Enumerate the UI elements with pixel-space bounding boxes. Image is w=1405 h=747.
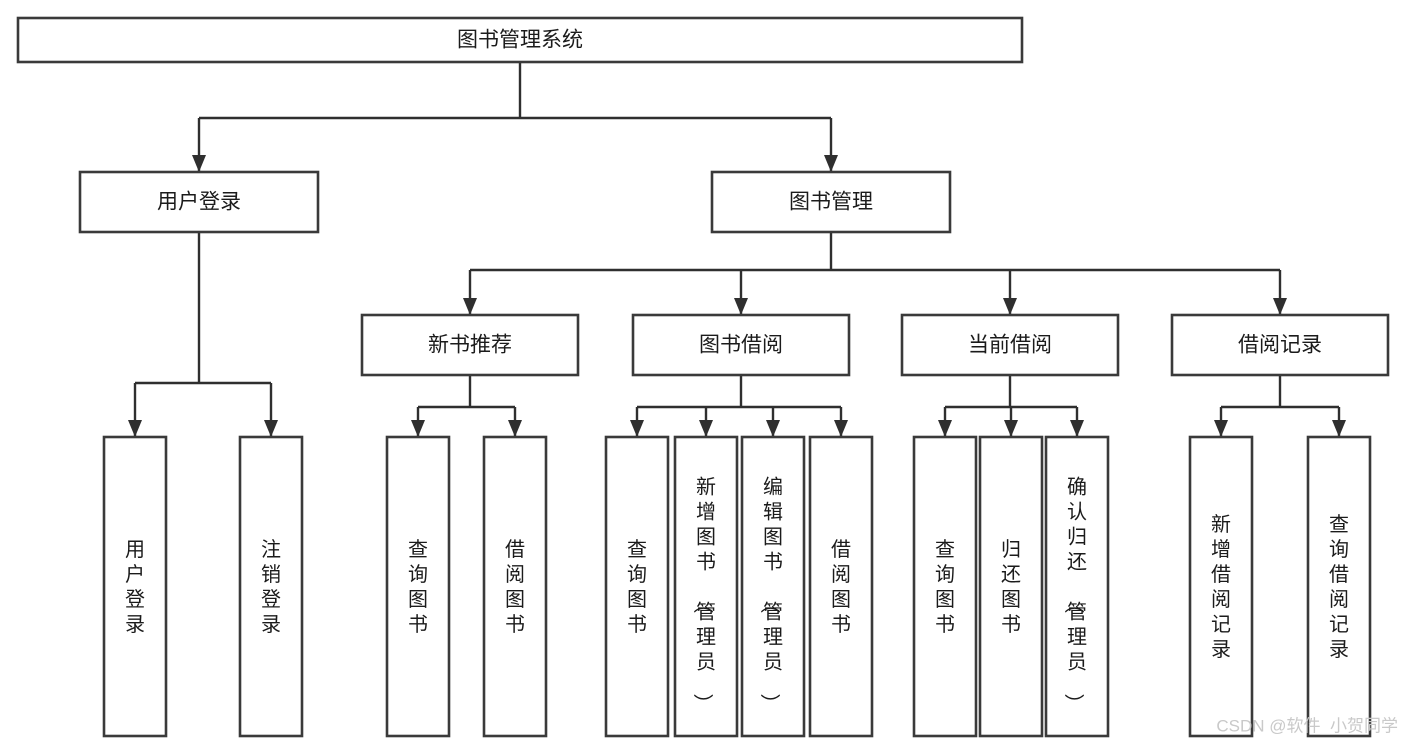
node-box-当前借阅[interactable] bbox=[900, 313, 1120, 377]
node-box-确认归还管理员[interactable] bbox=[1044, 435, 1110, 738]
arrow-head-book-mgmt-0 bbox=[463, 298, 477, 315]
arrow-head-l3-0-1 bbox=[508, 420, 522, 437]
arrow-head-l3-1-3 bbox=[834, 420, 848, 437]
node-box-借阅图书[interactable] bbox=[808, 435, 874, 738]
arrow-head-l3-1-0 bbox=[630, 420, 644, 437]
node-level3-3[interactable]: 借阅记录 bbox=[1170, 313, 1390, 377]
node-label-确认归还管理员: 确认归还（管理员） bbox=[1062, 476, 1087, 714]
node-leaf-6[interactable]: 编辑图书（管理员） bbox=[740, 435, 806, 738]
node-leaf-8[interactable]: 查询图书 bbox=[912, 435, 978, 738]
arrow-head-l3-2-1 bbox=[1004, 420, 1018, 437]
arrow-head-l3-3-0 bbox=[1214, 420, 1228, 437]
node-box-新增借阅记录[interactable] bbox=[1188, 435, 1254, 738]
arrow-head-book-mgmt-3 bbox=[1273, 298, 1287, 315]
node-level3-1[interactable]: 图书借阅 bbox=[631, 313, 851, 377]
node-label-归还图书: 归还图书 bbox=[1001, 538, 1021, 636]
node-leaf-4[interactable]: 查询图书 bbox=[604, 435, 670, 738]
node-level2-1[interactable]: 图书管理 bbox=[710, 170, 952, 234]
node-label-新书推荐: 新书推荐 bbox=[428, 334, 512, 357]
node-leaf-0[interactable]: 用户登录 bbox=[102, 435, 168, 738]
node-leaf-12[interactable]: 查询借阅记录 bbox=[1306, 435, 1372, 738]
node-label-借阅记录: 借阅记录 bbox=[1238, 334, 1322, 357]
arrow-head-l3-3-1 bbox=[1332, 420, 1346, 437]
arrow-head-l3-2-2 bbox=[1070, 420, 1084, 437]
node-label-图书管理系统: 图书管理系统 bbox=[457, 29, 583, 52]
node-level3-2[interactable]: 当前借阅 bbox=[900, 313, 1120, 377]
arrow-head-root-1 bbox=[824, 155, 838, 172]
arrow-head-book-mgmt-2 bbox=[1003, 298, 1017, 315]
arrow-head-book-mgmt-1 bbox=[734, 298, 748, 315]
connector-layer bbox=[128, 62, 1346, 437]
node-box-用户登录[interactable] bbox=[102, 435, 168, 738]
node-box-新书推荐[interactable] bbox=[360, 313, 580, 377]
node-label-查询图书: 查询图书 bbox=[935, 538, 955, 636]
node-leaf-9[interactable]: 归还图书 bbox=[978, 435, 1044, 738]
arrow-head-user-login-0 bbox=[128, 420, 142, 437]
node-box-归还图书[interactable] bbox=[978, 435, 1044, 738]
node-leaf-2[interactable]: 查询图书 bbox=[385, 435, 451, 738]
node-leaf-3[interactable]: 借阅图书 bbox=[482, 435, 548, 738]
node-label-查询图书: 查询图书 bbox=[408, 538, 428, 636]
node-label-新增图书管理员: 新增图书（管理员） bbox=[691, 476, 716, 714]
node-leaf-7[interactable]: 借阅图书 bbox=[808, 435, 874, 738]
node-label-查询借阅记录: 查询借阅记录 bbox=[1329, 513, 1349, 661]
csdn-watermark: CSDN @软件_小贺同学 bbox=[1216, 716, 1398, 735]
node-box-查询图书[interactable] bbox=[604, 435, 670, 738]
node-box-查询借阅记录[interactable] bbox=[1306, 435, 1372, 738]
node-label-查询图书: 查询图书 bbox=[627, 538, 647, 636]
node-label-当前借阅: 当前借阅 bbox=[968, 334, 1052, 357]
node-label-编辑图书管理员: 编辑图书（管理员） bbox=[758, 476, 783, 714]
node-label-图书管理: 图书管理 bbox=[789, 191, 873, 214]
node-level2-0[interactable]: 用户登录 bbox=[78, 170, 320, 234]
node-box-新增图书管理员[interactable] bbox=[673, 435, 739, 738]
node-leaf-10[interactable]: 确认归还（管理员） bbox=[1044, 435, 1110, 738]
node-label-新增借阅记录: 新增借阅记录 bbox=[1211, 513, 1231, 661]
node-label-图书借阅: 图书借阅 bbox=[699, 334, 783, 357]
arrow-head-l3-1-2 bbox=[766, 420, 780, 437]
node-label-用户登录: 用户登录 bbox=[157, 191, 241, 214]
arrow-head-user-login-1 bbox=[264, 420, 278, 437]
node-level3-0[interactable]: 新书推荐 bbox=[360, 313, 580, 377]
node-root-0[interactable]: 图书管理系统 bbox=[16, 16, 1024, 64]
node-box-编辑图书管理员[interactable] bbox=[740, 435, 806, 738]
node-box-借阅记录[interactable] bbox=[1170, 313, 1390, 377]
node-box-用户登录[interactable] bbox=[78, 170, 320, 234]
arrow-head-l3-1-1 bbox=[699, 420, 713, 437]
node-box-借阅图书[interactable] bbox=[482, 435, 548, 738]
node-leaf-1[interactable]: 注销登录 bbox=[238, 435, 304, 738]
node-box-图书管理系统[interactable] bbox=[16, 16, 1024, 64]
node-box-查询图书[interactable] bbox=[385, 435, 451, 738]
node-box-图书管理[interactable] bbox=[710, 170, 952, 234]
arrow-head-l3-2-0 bbox=[938, 420, 952, 437]
node-leaf-11[interactable]: 新增借阅记录 bbox=[1188, 435, 1254, 738]
arrow-head-root-0 bbox=[192, 155, 206, 172]
node-layer: 用户登录图书管理新书推荐图书借阅当前借阅借阅记录用户登录注销登录查询图书借阅图书… bbox=[16, 16, 1390, 738]
arrow-head-l3-0-0 bbox=[411, 420, 425, 437]
node-box-查询图书[interactable] bbox=[912, 435, 978, 738]
node-leaf-5[interactable]: 新增图书（管理员） bbox=[673, 435, 739, 738]
node-box-图书借阅[interactable] bbox=[631, 313, 851, 377]
node-label-用户登录: 用户登录 bbox=[125, 539, 145, 636]
node-label-借阅图书: 借阅图书 bbox=[505, 538, 525, 636]
node-label-借阅图书: 借阅图书 bbox=[831, 538, 851, 636]
node-box-注销登录[interactable] bbox=[238, 435, 304, 738]
node-label-注销登录: 注销登录 bbox=[261, 538, 281, 636]
